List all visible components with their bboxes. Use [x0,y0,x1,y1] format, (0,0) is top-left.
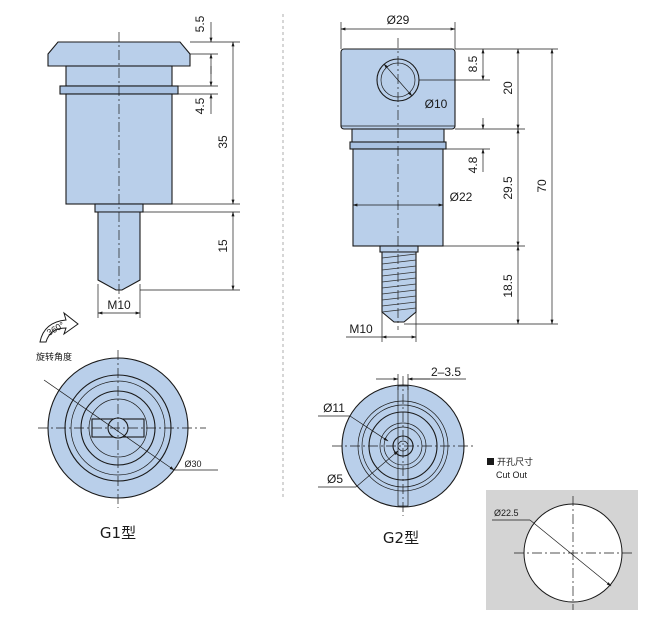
cutout-marker [487,458,494,465]
rotation-icon: 360° [39,311,79,343]
g2-dim-head-h: 20 [501,81,515,95]
cutout-panel: Ø22.5 [486,490,638,610]
g1-dim-thread: M10 [107,298,131,312]
cutout-title-cn: 开孔尺寸 [497,456,533,468]
g2-dim-hole-pos: 8.5 [466,55,480,72]
g2-dim-head-dia: Ø29 [387,13,410,27]
g2-dim-total: 70 [535,179,549,193]
g2-dim-slot: 2–3.5 [431,365,461,379]
g2-dim-thread-len: 18.5 [501,274,515,298]
g2-caption: G2型 [383,529,419,547]
g1-dim-ring: 4.5 [193,97,207,114]
g2-dim-pin-dia: Ø5 [327,472,343,486]
g2-dim-body-dia: Ø22 [450,190,473,204]
g2-dim-ring: 4.8 [466,156,480,173]
g1-dim-thread-len: 15 [216,239,230,253]
g2-side-view: Ø29 Ø10 8.5 20 4.8 29.5 18.5 70 Ø22 M10 [340,13,558,342]
rotation-note: 旋转角度 [36,351,72,363]
g1-dim-body: 35 [216,135,230,149]
cutout-title-en: Cut Out [496,470,528,480]
g1-dim-top: 5.5 [193,15,207,32]
g2-dim-inner-dia: Ø11 [323,401,345,415]
g2-thread [381,251,417,323]
g1-dim-diameter: Ø30 [184,459,201,469]
cutout-diameter: Ø22.5 [494,508,519,518]
g2-dim-thread: M10 [349,322,373,336]
g2-dim-body: 29.5 [501,176,515,200]
g2-dim-hole-dia: Ø10 [425,97,448,111]
g1-top-view: Ø30 [38,350,218,508]
g2-top-view: 2–3.5 Ø11 Ø5 [318,365,474,516]
g1-side-view: 5.5 4.5 35 15 M10 [47,15,240,318]
g1-caption: G1型 [100,524,136,542]
